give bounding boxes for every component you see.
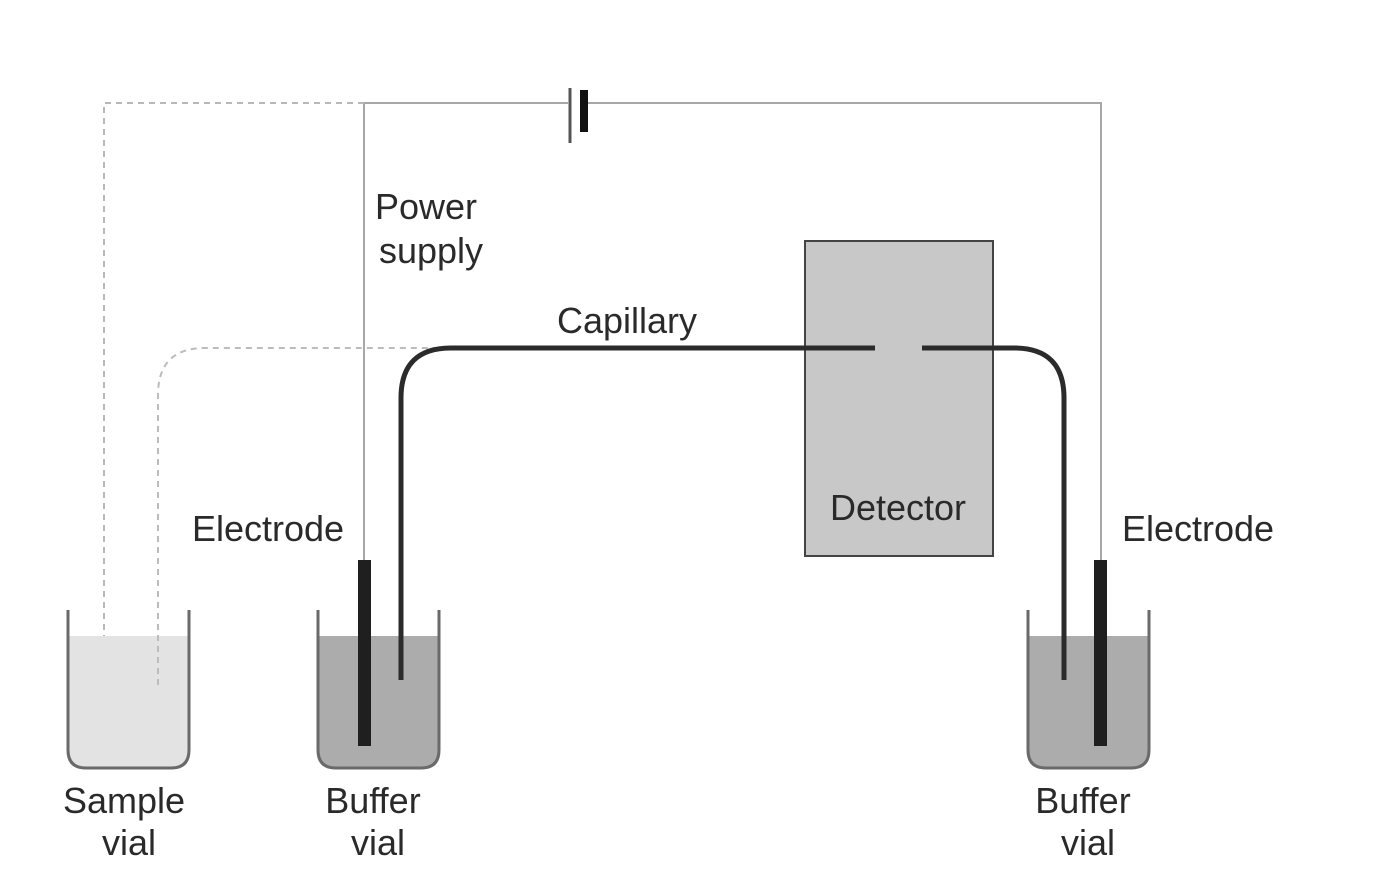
power-supply-circuit	[103, 88, 1102, 685]
capillary-sample-dashed	[157, 347, 460, 685]
buffer-vial-right	[1026, 610, 1151, 770]
capillary-tube	[398, 345, 1067, 680]
label-buffer-vial-left: Buffer vial	[325, 780, 430, 863]
detector-box	[804, 240, 994, 557]
label-power-supply: Power supply	[375, 186, 487, 271]
label-sample-vial: Sample vial	[63, 780, 195, 863]
label-detector: Detector	[830, 487, 966, 528]
buffer-vial-left	[316, 610, 441, 770]
sample-vial-outline	[66, 610, 191, 770]
buffer-vial-right-liquid	[1028, 636, 1149, 768]
buffer-vial-left-liquid	[318, 636, 439, 768]
circuit-wire-left	[363, 102, 568, 560]
electrode-left	[358, 560, 371, 746]
electrode-right	[1094, 560, 1107, 746]
capillary-left-segment	[398, 345, 875, 680]
label-electrode-right: Electrode	[1122, 508, 1274, 549]
sample-vial-liquid	[68, 636, 189, 768]
label-electrode-left: Electrode	[192, 508, 344, 549]
label-buffer-vial-right: Buffer vial	[1035, 780, 1140, 863]
buffer-vial-left-outline	[316, 610, 441, 770]
circuit-wire-sample-dashed	[103, 102, 364, 685]
battery-icon	[568, 88, 588, 143]
capillary-right-segment	[922, 345, 1067, 680]
sample-vial	[66, 610, 191, 770]
circuit-wire-right	[586, 102, 1102, 560]
buffer-vial-right-outline	[1026, 610, 1151, 770]
label-capillary: Capillary	[557, 300, 697, 341]
